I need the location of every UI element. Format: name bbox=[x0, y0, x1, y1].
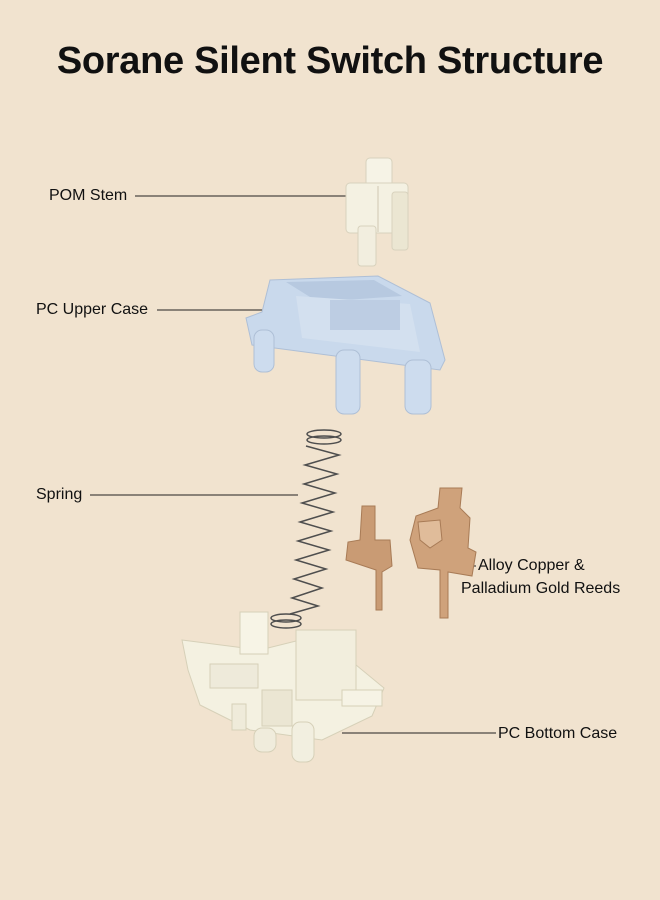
reeds-label-line1: Alloy Copper & bbox=[478, 557, 585, 574]
page-title: Sorane Silent Switch Structure bbox=[56, 40, 604, 82]
spring-label: Spring bbox=[36, 486, 83, 503]
pom-stem-part bbox=[345, 157, 409, 267]
reeds-label-line2: Palladium Gold Reeds bbox=[461, 580, 621, 597]
spring-part bbox=[270, 429, 342, 629]
bottom-case-label: PC Bottom Case bbox=[498, 725, 618, 742]
gold-reeds-part bbox=[345, 487, 477, 619]
stem-label: POM Stem bbox=[49, 187, 128, 204]
upper-case-label: PC Upper Case bbox=[36, 301, 149, 318]
pc-upper-case-part bbox=[245, 275, 446, 415]
pc-bottom-case-part bbox=[181, 611, 385, 763]
